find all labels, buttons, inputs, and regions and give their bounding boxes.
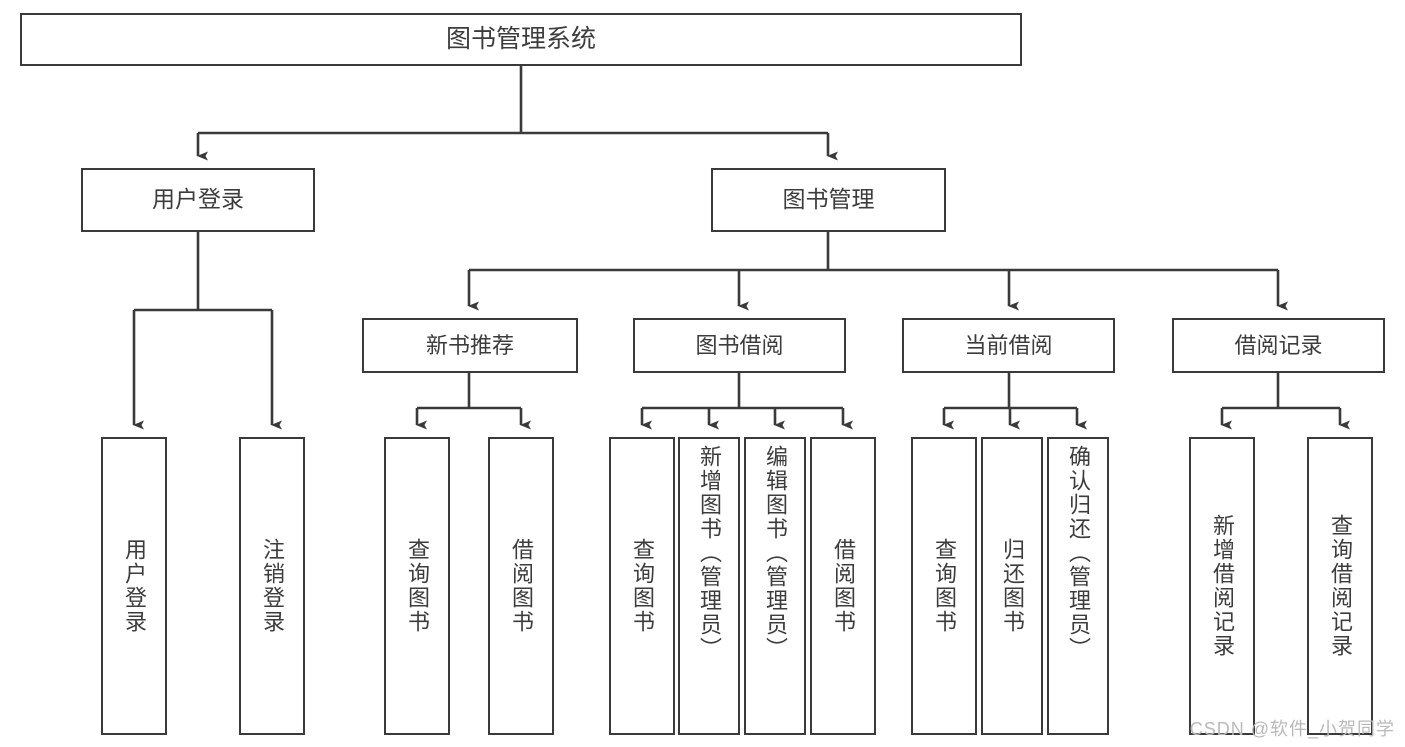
node-label: 新增借阅记录 <box>1209 514 1235 658</box>
node-label: 注销登录 <box>259 538 285 634</box>
node-label: 用户登录 <box>152 186 244 213</box>
node-label: 借阅图书 <box>508 538 534 634</box>
leaf-current-return-book[interactable]: 归还图书 <box>981 437 1043 735</box>
node-label: 查询借阅记录 <box>1327 514 1353 658</box>
node-borrow-record[interactable]: 借阅记录 <box>1172 318 1385 373</box>
leaf-record-query-record[interactable]: 查询借阅记录 <box>1307 437 1373 735</box>
node-label: 图书管理 <box>782 186 875 213</box>
node-label: 当前借阅 <box>964 332 1053 358</box>
leaf-current-query-book[interactable]: 查询图书 <box>911 437 977 735</box>
leaf-borrow-borrow-book[interactable]: 借阅图书 <box>810 437 876 735</box>
leaf-borrow-edit-book-admin[interactable]: 编辑图书（管理员） <box>744 437 806 735</box>
node-label: 确认归还（管理员） <box>1065 445 1091 661</box>
leaf-recommend-query-book[interactable]: 查询图书 <box>384 437 450 735</box>
node-label: 图书管理系统 <box>445 24 596 53</box>
node-label: 归还图书 <box>999 538 1025 634</box>
node-label: 查询图书 <box>931 538 957 634</box>
node-label: 新增图书（管理员） <box>696 445 722 661</box>
node-label: 借阅记录 <box>1234 332 1323 358</box>
node-label: 用户登录 <box>121 538 147 634</box>
node-root-system[interactable]: 图书管理系统 <box>20 13 1022 66</box>
node-book-borrow[interactable]: 图书借阅 <box>633 318 846 373</box>
node-new-book-recommend[interactable]: 新书推荐 <box>362 318 578 373</box>
node-label: 借阅图书 <box>830 538 856 634</box>
leaf-current-confirm-return-admin[interactable]: 确认归还（管理员） <box>1047 437 1109 735</box>
leaf-user-login-login[interactable]: 用户登录 <box>101 437 167 735</box>
node-current-borrow[interactable]: 当前借阅 <box>902 318 1115 373</box>
node-label: 查询图书 <box>629 538 655 634</box>
node-user-login[interactable]: 用户登录 <box>81 168 315 232</box>
leaf-borrow-query-book[interactable]: 查询图书 <box>609 437 675 735</box>
node-label: 图书借阅 <box>695 332 784 358</box>
leaf-recommend-borrow-book[interactable]: 借阅图书 <box>488 437 554 735</box>
leaf-borrow-add-book-admin[interactable]: 新增图书（管理员） <box>678 437 740 735</box>
node-label: 查询图书 <box>404 538 430 634</box>
leaf-record-add-record[interactable]: 新增借阅记录 <box>1189 437 1255 735</box>
watermark-text: CSDN @软件_小贺同学 <box>1189 719 1395 739</box>
leaf-user-login-logout[interactable]: 注销登录 <box>239 437 305 735</box>
node-book-management[interactable]: 图书管理 <box>711 168 946 232</box>
node-label: 编辑图书（管理员） <box>762 445 788 661</box>
node-label: 新书推荐 <box>425 332 514 358</box>
